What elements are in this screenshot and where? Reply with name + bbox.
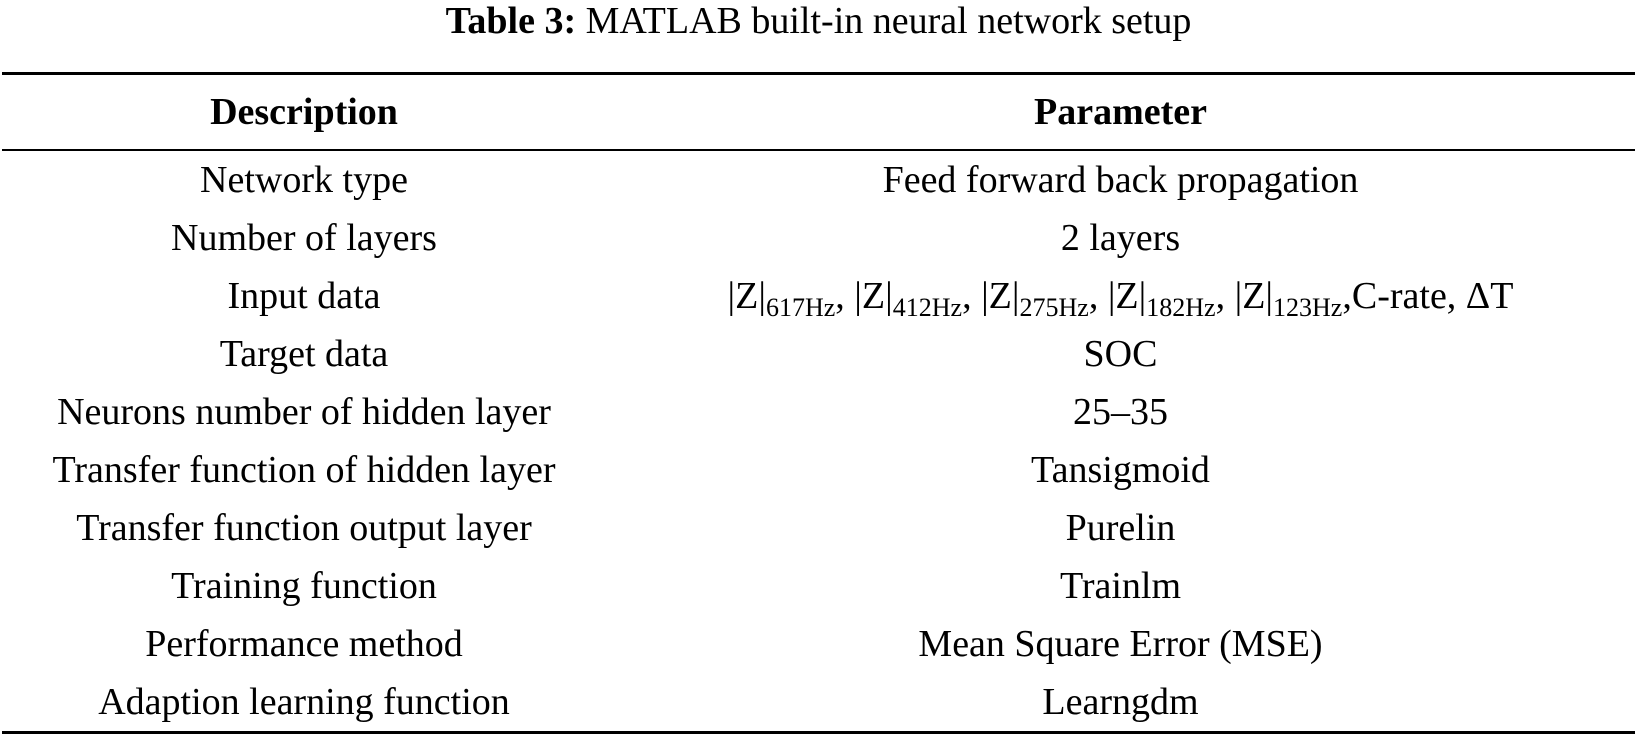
z-term: |Z|182Hz,	[1107, 275, 1235, 321]
table-row: Target data SOC	[2, 325, 1635, 383]
table-row: Transfer function output layer Purelin	[2, 499, 1635, 557]
z-symbol: |Z|	[981, 275, 1020, 317]
row-description: Performance method	[145, 623, 463, 665]
row-description: Training function	[171, 565, 437, 607]
z-subscript: 123Hz	[1273, 293, 1343, 322]
table-row: Network type Feed forward back propagati…	[2, 150, 1635, 209]
row-parameter: Tansigmoid	[1031, 449, 1210, 491]
table-row: Input data |Z|617Hz, |Z|412Hz, |Z|275Hz,…	[2, 267, 1635, 325]
z-separator: ,	[1215, 275, 1235, 317]
table-row: Number of layers 2 layers	[2, 209, 1635, 267]
z-subscript: 275Hz	[1019, 293, 1089, 322]
z-subscript: 182Hz	[1146, 293, 1216, 322]
z-subscript: 617Hz	[765, 293, 836, 322]
table-row: Neurons number of hidden layer 25–35	[2, 383, 1635, 441]
z-subscript: 412Hz	[892, 293, 963, 322]
z-separator: ,	[962, 275, 982, 317]
table-caption: Table 3: MATLAB built-in neural network …	[0, 0, 1637, 48]
z-separator: ,	[1342, 275, 1352, 317]
table-row: Training function Trainlm	[2, 557, 1635, 615]
row-description: Neurons number of hidden layer	[57, 391, 551, 433]
table-container: Description Parameter Network type Feed …	[2, 72, 1635, 734]
z-term: |Z|275Hz,	[981, 275, 1108, 321]
row-parameter: Trainlm	[1059, 565, 1182, 607]
caption-text: MATLAB built-in neural network setup	[585, 0, 1192, 42]
z-symbol: |Z|	[1107, 275, 1147, 317]
z-separator: ,	[1088, 275, 1108, 317]
z-symbol: |Z|	[854, 275, 893, 317]
header-parameter: Parameter	[606, 72, 1635, 151]
row-parameter: Feed forward back propagation	[882, 159, 1359, 201]
z-symbol: |Z|	[1234, 275, 1274, 317]
header-row: Description Parameter	[2, 72, 1635, 151]
row-description: Target data	[219, 333, 389, 375]
table-row: Transfer function of hidden layer Tansig…	[2, 441, 1635, 499]
row-description: Input data	[227, 275, 381, 317]
z-term: |Z|617Hz,	[727, 275, 855, 321]
z-term: |Z|412Hz,	[854, 275, 982, 321]
header-description: Description	[2, 72, 606, 151]
row-parameter-input-data: |Z|617Hz, |Z|412Hz, |Z|275Hz, |Z|182Hz, …	[606, 267, 1635, 325]
caption-label: Table 3:	[445, 0, 577, 42]
z-symbol: |Z|	[727, 275, 766, 317]
row-parameter: Learngdm	[606, 673, 1635, 734]
row-parameter: Purelin	[1065, 507, 1176, 549]
row-parameter: Mean Square Error (MSE)	[918, 623, 1323, 665]
parameter-table: Description Parameter Network type Feed …	[2, 72, 1635, 734]
row-parameter: SOC	[1083, 333, 1158, 375]
input-tail: C-rate, ΔT	[1351, 275, 1514, 317]
row-parameter: 2 layers	[1060, 217, 1181, 259]
row-description: Number of layers	[171, 217, 437, 259]
row-description: Adaption learning function	[2, 673, 606, 734]
z-separator: ,	[835, 275, 855, 317]
z-term: |Z|123Hz,	[1234, 275, 1352, 321]
table-row: Performance method Mean Square Error (MS…	[2, 615, 1635, 673]
row-parameter: 25–35	[1073, 391, 1168, 433]
table-row: Adaption learning function Learngdm	[2, 673, 1635, 734]
row-description: Transfer function of hidden layer	[52, 449, 556, 491]
row-description: Network type	[200, 159, 408, 201]
row-description: Transfer function output layer	[76, 507, 532, 549]
